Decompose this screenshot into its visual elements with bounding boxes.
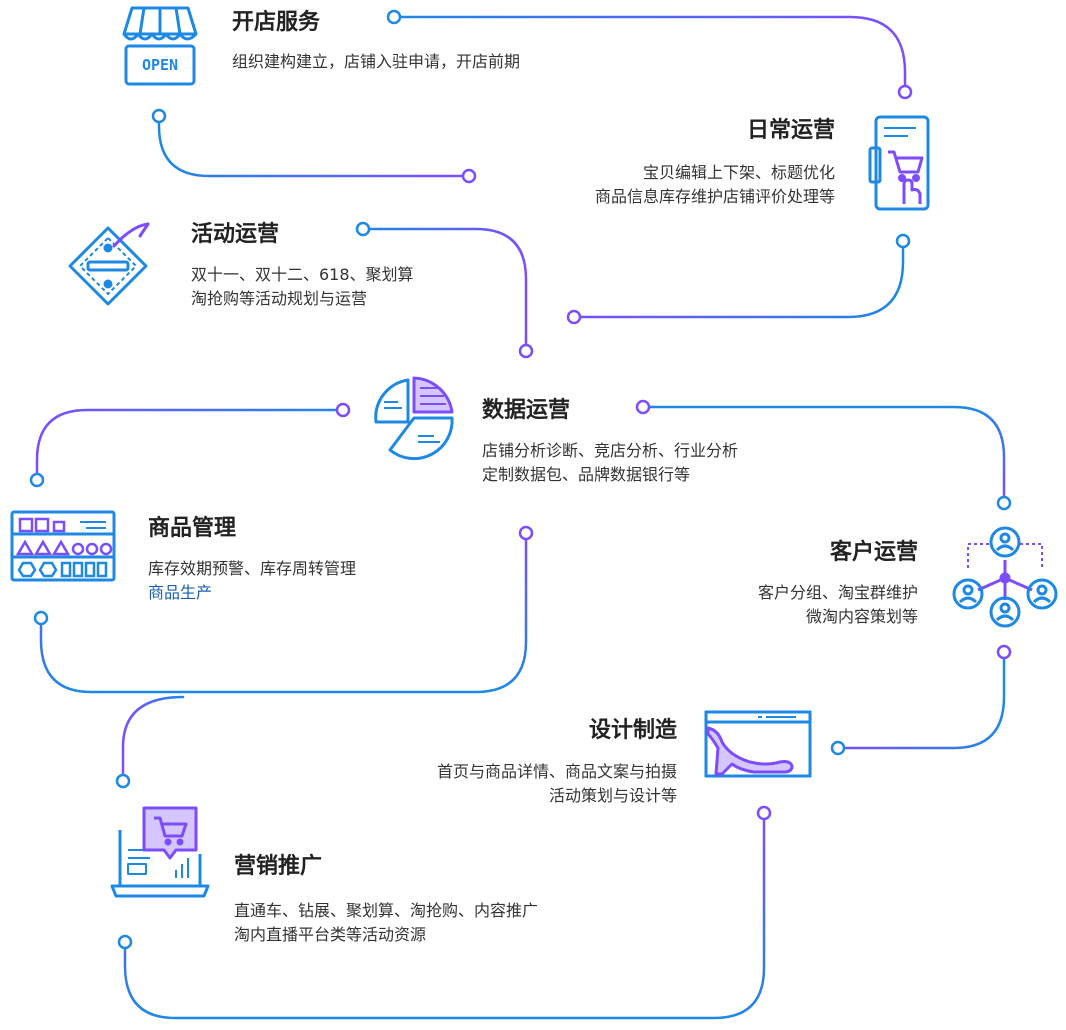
node-desc-line: 活动策划与设计等 [548, 786, 677, 805]
node-desc-line: 定制数据包、品牌数据银行等 [482, 465, 691, 484]
path-node [117, 934, 133, 950]
mobile-cart-icon [868, 115, 930, 211]
node-title: 开店服务 [232, 10, 321, 35]
node-desc-line: 店铺分析诊断、竞店分析、行业分析 [482, 441, 739, 460]
user-network-icon [952, 526, 1058, 628]
path-node [355, 221, 371, 237]
high-heel-icon [704, 710, 812, 778]
node-desc-line: 首页与商品详情、商品文案与拍摄 [436, 762, 677, 781]
path-node [115, 773, 131, 789]
path-seg-5 [641, 405, 1006, 505]
node-title: 商品管理 [148, 516, 237, 541]
node-desc-line: 商品生产 [148, 583, 213, 602]
node-desc-line: 淘抢购等活动规划与运营 [191, 289, 368, 308]
open-sign-icon: OPEN [122, 6, 198, 86]
path-seg-1 [392, 15, 907, 94]
node-desc-line: 客户分组、淘宝群维护 [757, 583, 918, 602]
node-desc-line: 微淘内容策划等 [805, 607, 918, 626]
node-richang: 日常运营 宝贝编辑上下架、标题优化 商品信息库存维护店铺评价处理等 [595, 117, 835, 209]
path-node [29, 472, 45, 488]
node-title: 营销推广 [234, 854, 323, 879]
node-title: 设计制造 [588, 718, 677, 743]
price-tag-icon [68, 222, 150, 306]
path-seg-8 [39, 531, 528, 694]
node-shangpin: 商品管理 库存效期预警、库存周转管理 商品生产 [148, 515, 356, 605]
path-node [33, 610, 49, 626]
path-seg-4 [361, 227, 528, 353]
node-desc-line: 商品信息库存维护店铺评价处理等 [594, 187, 835, 206]
path-node [566, 309, 582, 325]
node-title: 数据运营 [482, 398, 571, 423]
node-desc-line: 库存效期预警、库存周转管理 [148, 559, 357, 578]
node-title: 日常运营 [746, 118, 835, 143]
path-node [386, 9, 402, 25]
path-seg-3 [572, 239, 905, 319]
path-node [518, 525, 534, 541]
svg-text:OPEN: OPEN [142, 56, 178, 74]
path-node [635, 399, 651, 415]
path-seg-2 [157, 114, 471, 178]
node-shuju: 数据运营 店铺分析诊断、竞店分析、行业分析 定制数据包、品牌数据银行等 [482, 397, 738, 487]
path-node [895, 233, 911, 249]
path-node [756, 805, 772, 821]
node-yingxiao: 营销推广 直通车、钻展、聚划算、淘抢购、内容推广 淘内直播平台类等活动资源 [234, 853, 538, 947]
laptop-shop-icon [110, 806, 210, 898]
path-node [518, 343, 534, 359]
node-sheji: 设计制造 首页与商品详情、商品文案与拍摄 活动策划与设计等 [437, 717, 677, 808]
pie-chart-icon [374, 376, 454, 461]
node-huodong: 活动运营 双十一、双十二、618、聚划算 淘抢购等活动规划与运营 [191, 221, 414, 311]
path-node [151, 108, 167, 124]
node-kaidian: 开店服务 组织建构建立，店铺入驻申请，开店前期 [232, 9, 520, 74]
node-desc-line: 宝贝编辑上下架、标题优化 [642, 163, 835, 182]
node-title: 活动运营 [191, 222, 280, 247]
path-node [335, 402, 351, 418]
node-desc-line: 直通车、钻展、聚划算、淘抢购、内容推广 [234, 901, 539, 920]
path-node [897, 84, 913, 100]
node-desc-line: 双十一、双十二、618、聚划算 [191, 265, 414, 284]
node-kehu: 客户运营 客户分组、淘宝群维护 微淘内容策划等 [758, 539, 918, 629]
path-node [996, 495, 1012, 511]
path-seg-6 [35, 408, 345, 482]
path-node [996, 644, 1012, 660]
path-seg-7 [836, 650, 1006, 750]
path-seg-10 [123, 811, 766, 1020]
path-node [830, 740, 846, 756]
node-desc-line: 淘内直播平台类等活动资源 [234, 925, 427, 944]
path-node [461, 168, 477, 184]
path-seg-9 [121, 695, 185, 783]
node-desc-line: 组织建构建立，店铺入驻申请，开店前期 [232, 52, 521, 71]
node-title: 客户运营 [829, 540, 918, 565]
shelf-icon [10, 510, 116, 582]
